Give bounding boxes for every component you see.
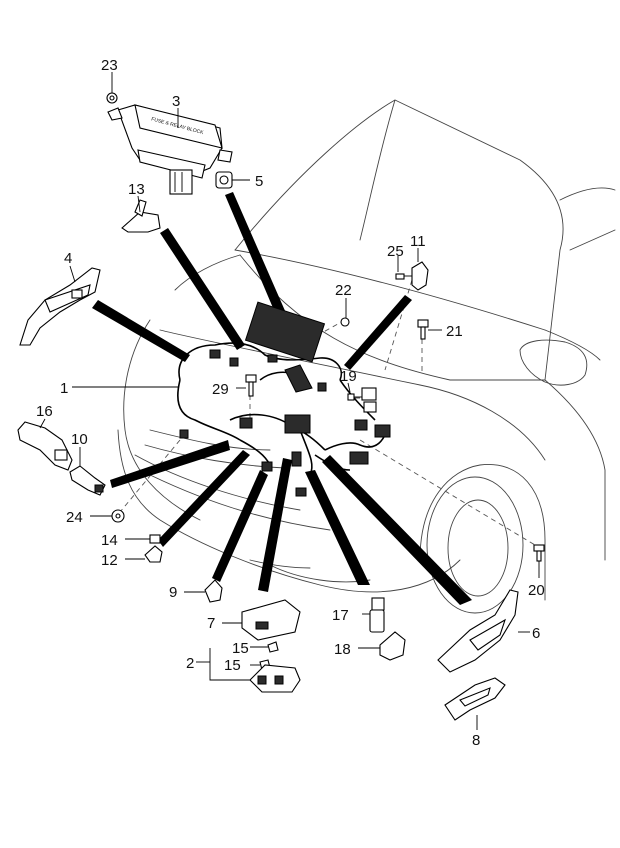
sensor-17 <box>369 597 385 633</box>
clip-15-upper <box>267 641 279 653</box>
bolt-21 <box>417 319 429 340</box>
callout-4: 4 <box>64 250 72 267</box>
callout-22: 22 <box>335 282 352 299</box>
callout-14: 14 <box>101 532 118 549</box>
callout-6: 6 <box>532 625 540 642</box>
callout-1: 1 <box>60 380 68 397</box>
callout-19: 19 <box>340 368 357 385</box>
harness-2 <box>249 664 301 693</box>
callout-2: 2 <box>186 655 194 672</box>
bracket-6 <box>437 589 519 673</box>
callout-15-upper: 15 <box>232 640 249 657</box>
callout-7: 7 <box>207 615 215 632</box>
bracket-8 <box>444 677 506 721</box>
callout-labels: 23 3 5 13 25 11 4 22 21 1 29 19 16 10 24… <box>36 57 545 749</box>
car-body-outline <box>117 99 616 614</box>
bracket-10 <box>69 465 106 496</box>
callout-13: 13 <box>128 181 145 198</box>
callout-3: 3 <box>172 93 180 110</box>
fuse-relay-block: FUSE & RELAY BLOCK <box>107 104 233 195</box>
callout-11: 11 <box>410 233 426 250</box>
callout-17: 17 <box>332 607 349 624</box>
bracket-4 <box>19 267 101 346</box>
leader-lines <box>39 72 540 730</box>
callout-9: 9 <box>169 584 177 601</box>
bolt-20 <box>533 544 545 562</box>
clip-9 <box>204 579 223 603</box>
bolt-29 <box>245 374 257 397</box>
callout-18: 18 <box>334 641 351 658</box>
callout-23: 23 <box>101 57 118 74</box>
nut-24 <box>111 509 125 523</box>
callout-21: 21 <box>446 323 463 340</box>
bracket-13 <box>121 199 161 233</box>
bolt-19 <box>347 393 362 401</box>
nut-22 <box>340 317 350 327</box>
grommet-5 <box>215 171 233 189</box>
bracket-16 <box>17 421 73 471</box>
callout-8: 8 <box>472 732 480 749</box>
callout-25: 25 <box>387 243 404 260</box>
callout-16: 16 <box>36 403 53 420</box>
callout-24: 24 <box>66 509 83 526</box>
bracket-18 <box>379 631 406 661</box>
cover-7 <box>241 599 301 641</box>
bolt-25-bracket-11 <box>395 261 429 291</box>
callout-29: 29 <box>212 381 229 398</box>
clip-12 <box>144 545 163 563</box>
callout-5: 5 <box>255 173 263 190</box>
clip-14 <box>149 534 161 544</box>
callout-15-lower: 15 <box>224 657 241 674</box>
nut-23 <box>106 92 118 104</box>
callout-20: 20 <box>528 582 545 599</box>
callout-12: 12 <box>101 552 118 569</box>
pointer-wedges <box>92 192 472 605</box>
callout-10: 10 <box>71 431 88 448</box>
